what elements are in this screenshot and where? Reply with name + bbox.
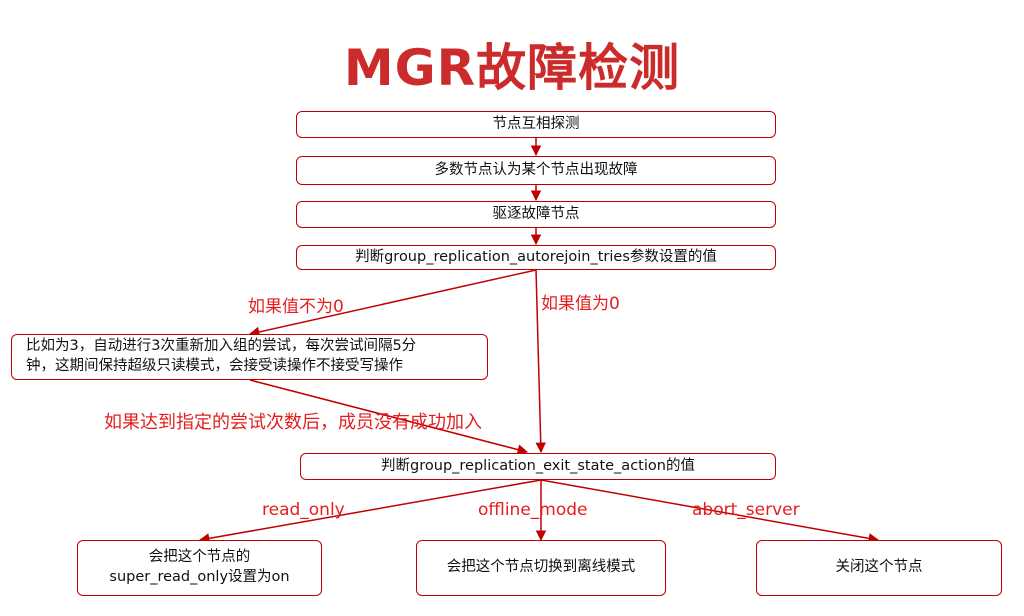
node-offline: 会把这个节点切换到离线模式 — [416, 540, 666, 596]
node-probe: 节点互相探测 — [296, 111, 776, 138]
label-abort-server: abort_server — [692, 500, 800, 520]
node-check-tries-text: 判断group_replication_autorejoin_tries参数设置… — [355, 248, 717, 265]
arrow-exit-readonly — [198, 479, 542, 544]
node-abort-text: 关闭这个节点 — [835, 559, 923, 576]
node-readonly-text-1: 会把这个节点的 — [148, 549, 251, 566]
label-not-zero: 如果值不为0 — [248, 297, 344, 317]
node-retry-text-2: 钟，这期间保持超级只读模式，会接受读操作不接受写操作 — [26, 358, 403, 374]
label-offline-mode: offline_mode — [478, 500, 588, 520]
node-retry: 比如为3，自动进行3次重新加入组的尝试，每次尝试间隔5分 钟，这期间保持超级只读… — [11, 334, 488, 380]
node-majority: 多数节点认为某个节点出现故障 — [296, 156, 776, 185]
node-expel: 驱逐故障节点 — [296, 201, 776, 228]
arrow-retry-exit — [249, 379, 529, 455]
arrow-exit-abort — [540, 479, 880, 544]
page-title: MGR故障检测 — [343, 39, 681, 97]
arrow-check-retry — [248, 269, 537, 338]
node-abort: 关闭这个节点 — [756, 540, 1002, 596]
node-majority-text: 多数节点认为某个节点出现故障 — [434, 161, 638, 178]
arrow-check-exit — [535, 269, 546, 454]
node-check-tries: 判断group_replication_autorejoin_tries参数设置… — [296, 245, 776, 270]
label-zero: 如果值为0 — [541, 294, 620, 314]
node-readonly: 会把这个节点的 super_read_only设置为on — [77, 540, 322, 596]
node-check-exit: 判断group_replication_exit_state_action的值 — [300, 453, 776, 480]
label-failed-rejoin: 如果达到指定的尝试次数后，成员没有成功加入 — [104, 412, 482, 433]
node-expel-text: 驱逐故障节点 — [492, 205, 580, 222]
node-check-exit-text: 判断group_replication_exit_state_action的值 — [381, 457, 695, 474]
label-read-only: read_only — [262, 500, 345, 520]
node-probe-text: 节点互相探测 — [492, 115, 580, 132]
node-readonly-text-2: super_read_only设置为on — [109, 569, 290, 585]
node-offline-text: 会把这个节点切换到离线模式 — [446, 559, 636, 576]
node-retry-text-1: 比如为3，自动进行3次重新加入组的尝试，每次尝试间隔5分 — [26, 338, 417, 355]
